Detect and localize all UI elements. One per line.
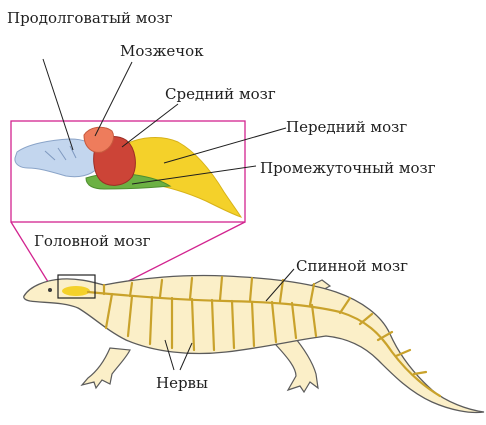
label-cerebellum: Мозжечок	[120, 42, 204, 60]
label-diencephalon: Промежуточный мозг	[260, 159, 436, 177]
label-midbrain: Средний мозг	[165, 85, 276, 103]
label-nerves: Нервы	[156, 374, 208, 392]
lizard-illustration	[24, 275, 484, 412]
lizard-front-leg-near	[82, 348, 130, 388]
label-forebrain: Передний мозг	[286, 118, 407, 136]
label-medulla: Продолговатый мозг	[7, 9, 173, 27]
leader-medulla	[43, 59, 73, 150]
leader-cerebellum	[95, 62, 132, 136]
lizard-eye	[48, 288, 52, 292]
lizard-brain-mark	[62, 286, 90, 296]
label-brain: Головной мозг	[34, 232, 151, 250]
brain-enlarged	[15, 127, 241, 217]
label-spinal-cord: Спинной мозг	[296, 257, 408, 275]
